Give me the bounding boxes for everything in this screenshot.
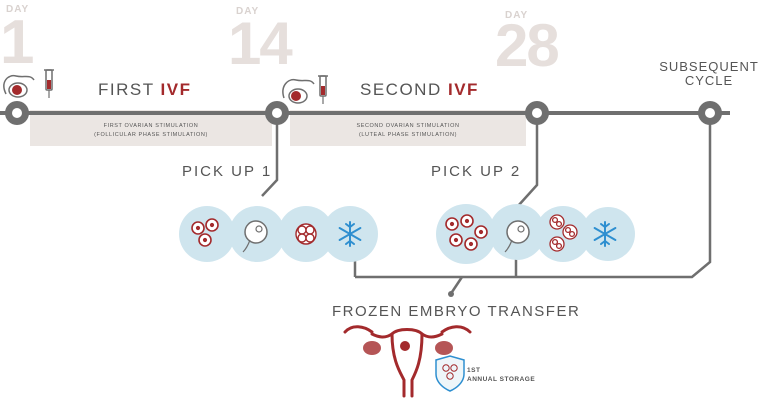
embryo-icon <box>295 223 317 245</box>
first-stimulation-text: First ovarian stimulation (Follicular ph… <box>30 122 272 140</box>
subsequent-cycle-label: SUBSEQUENT CYCLE <box>650 59 768 89</box>
implanted-embryo-icon <box>400 341 410 351</box>
second-stimulation-panel <box>290 110 526 146</box>
oocytes-icon <box>191 218 219 247</box>
ovary-syringe-icon <box>3 69 54 98</box>
connector-pickup2 <box>517 113 539 207</box>
subsequent-line1: SUBSEQUENT <box>659 59 759 74</box>
embryo-icon <box>549 214 578 252</box>
storage-text: ANNUAL STORAGE <box>467 376 536 384</box>
day-number: 14 <box>228 10 293 77</box>
first-ivf-title: FIRST IVF <box>98 80 192 100</box>
second-ivf-prefix: SECOND <box>360 80 442 99</box>
timeline-node-day14 <box>265 101 289 125</box>
day-number: 1 <box>0 8 35 77</box>
fertilization-icon <box>504 220 530 253</box>
transfer-node <box>448 291 454 297</box>
first-stimulation-line1: First ovarian stimulation <box>103 123 199 129</box>
oocytes-icon <box>445 214 488 251</box>
bubble-freeze-2 <box>581 207 635 261</box>
connector-pickup1 <box>261 113 279 197</box>
uterus-icon <box>343 325 472 398</box>
second-stimulation-line1: Second ovarian stimulation <box>356 123 460 129</box>
storage-superscript: 1ST <box>467 367 481 374</box>
first-ivf-prefix: FIRST <box>98 80 155 99</box>
first-stimulation-panel <box>30 110 272 146</box>
first-stimulation-line2: (Follicular phase stimulation) <box>94 131 208 138</box>
day-label: DAY <box>505 10 529 21</box>
pickup-2-label: PICK UP 2 <box>431 163 522 180</box>
ovary-syringe-icon <box>282 75 328 104</box>
connector-transfer <box>450 276 464 293</box>
second-stimulation-text: Second ovarian stimulation (Luteal phase… <box>290 122 526 140</box>
snowflake-icon <box>338 221 362 247</box>
pickup-1-label: PICK UP 1 <box>182 163 273 180</box>
subsequent-line2: CYCLE <box>684 73 734 89</box>
ovary-right-icon <box>435 341 453 355</box>
storage-shield-icon <box>435 355 465 392</box>
day-label: DAY <box>6 4 30 15</box>
ovary-left-icon <box>363 341 381 355</box>
annual-storage-label: 1ST ANNUAL STORAGE <box>467 366 535 384</box>
second-ivf-title: SECOND IVF <box>360 80 479 100</box>
timeline-node-start <box>5 101 29 125</box>
day-label: DAY <box>236 6 260 17</box>
timeline-node-subsequent <box>698 101 722 125</box>
day-number: 28 <box>495 12 560 79</box>
connector-subsequent <box>355 113 712 279</box>
fertilization-icon <box>242 220 268 253</box>
snowflake-icon <box>593 221 617 247</box>
first-ivf-accent: IVF <box>160 80 192 99</box>
second-stimulation-line2: (Luteal phase stimulation) <box>358 131 458 138</box>
frozen-embryo-transfer-label: FROZEN EMBRYO TRANSFER <box>332 303 581 320</box>
second-ivf-accent: IVF <box>447 80 479 99</box>
timeline-node-day28 <box>525 101 549 125</box>
